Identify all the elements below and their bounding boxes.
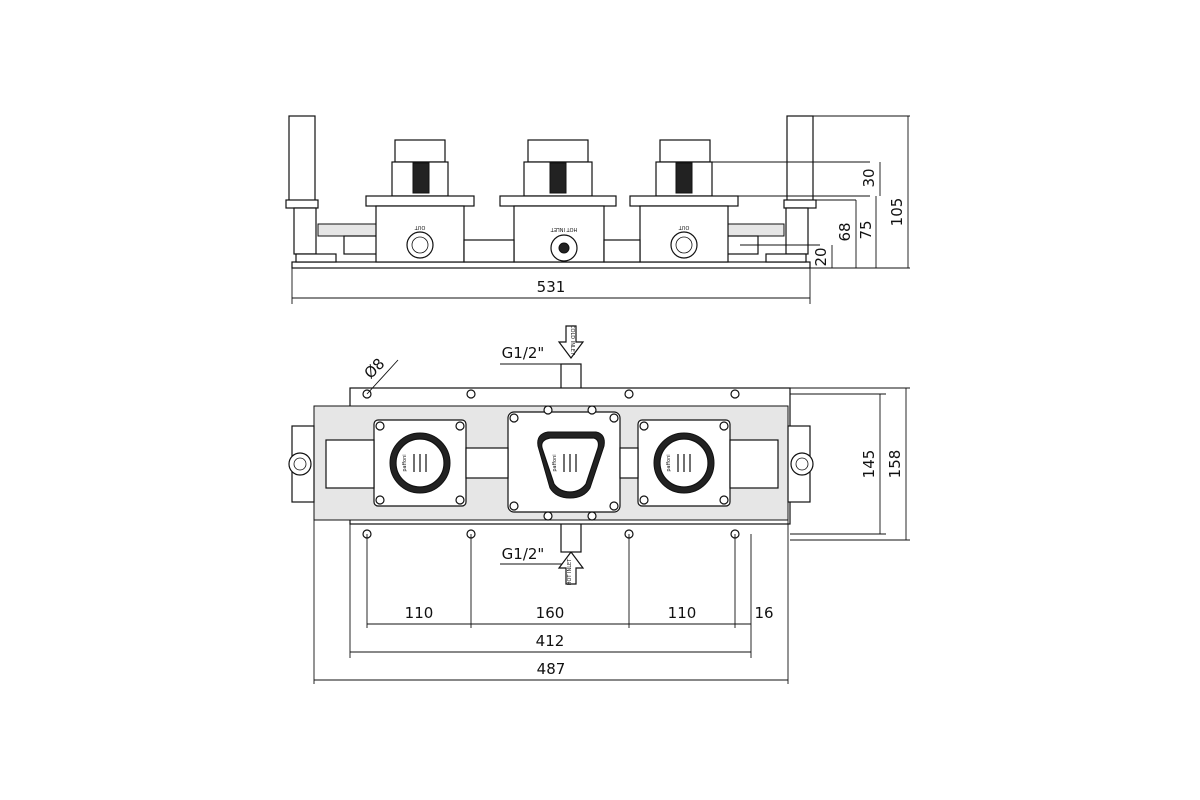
plan-view: COLD INLET G1/2" HOT INLET G1/2" paffoni — [288, 325, 910, 684]
top-thread-label: G1/2" — [502, 344, 545, 362]
bolts — [375, 405, 729, 521]
right-bar-stem — [785, 207, 809, 255]
inlet-port-inner — [558, 242, 570, 254]
dim-105-label: 105 — [888, 198, 906, 227]
bottom-inlet-arrow — [557, 551, 585, 585]
valve-flange — [365, 195, 475, 207]
dim-160-label: 160 — [536, 604, 565, 622]
right-bar — [786, 115, 814, 205]
hole-dia-leader — [366, 359, 399, 395]
cartridge-cap — [394, 139, 446, 163]
left-out-label: OUT — [414, 224, 426, 230]
valve-flange — [499, 195, 617, 207]
center-valve-front: HOT INLET — [499, 139, 617, 263]
bolt — [375, 421, 385, 431]
dim-68-label: 68 — [836, 222, 854, 241]
plan-right-bracket — [729, 439, 779, 489]
mounting-hole — [466, 389, 476, 399]
right-bar-section — [790, 452, 814, 476]
bolt — [719, 421, 729, 431]
bolt — [455, 421, 465, 431]
cartridge-stem — [412, 162, 430, 194]
outlet-port-inner — [411, 236, 429, 254]
bolt — [375, 495, 385, 505]
right-valve-front: OUT — [629, 139, 739, 263]
dim-16-label: 16 — [754, 604, 773, 622]
left-bar-section — [288, 452, 312, 476]
dim-30-label: 30 — [860, 168, 878, 187]
bolt — [609, 413, 619, 423]
dim-158-label: 158 — [886, 450, 904, 479]
outlet-port — [670, 231, 698, 259]
left-bar-collar — [285, 199, 319, 209]
cartridge-cap — [527, 139, 589, 163]
plan-right-connector — [619, 447, 639, 479]
dim-20-label: 20 — [812, 247, 830, 266]
right-brand-mark: paffoni — [666, 454, 672, 471]
cartridge-stem — [675, 162, 693, 194]
bolt — [509, 501, 519, 511]
base-plate — [291, 261, 811, 269]
left-foot — [295, 253, 337, 263]
cold-inlet-label: COLD INLET — [569, 325, 575, 356]
mounting-hole — [730, 389, 740, 399]
bolt — [509, 413, 519, 423]
right-foot — [765, 253, 807, 263]
left-connector — [463, 239, 515, 263]
right-out-label: OUT — [678, 224, 690, 230]
dim-75-label: 75 — [857, 220, 875, 239]
valve-flange — [629, 195, 739, 207]
hot-inlet-label: HOT INLET — [567, 558, 573, 585]
bolt — [639, 421, 649, 431]
bolt — [587, 511, 597, 521]
left-valve-front: OUT — [365, 139, 475, 263]
top-inlet-arrow — [557, 325, 585, 359]
plan-left-bracket — [325, 439, 375, 489]
front-view: OUT HOT INLET OUT — [285, 115, 910, 304]
left-bar-stem — [293, 207, 317, 255]
center-brand-mark: paffoni — [552, 454, 558, 471]
left-bar — [288, 115, 316, 205]
bolt — [609, 501, 619, 511]
left-bar-inner — [293, 457, 307, 471]
bolt — [543, 405, 553, 415]
center-hot-inlet-label: HOT INLET — [550, 226, 577, 232]
outlet-port-inner — [675, 236, 693, 254]
bolt — [455, 495, 465, 505]
cartridge-cap — [659, 139, 711, 163]
left-brand-mark: paffoni — [402, 454, 408, 471]
hole-dia-label: Ø8 — [361, 355, 389, 383]
plan-left-connector — [465, 447, 509, 479]
mounting-hole — [624, 389, 634, 399]
dim-110-left-label: 110 — [405, 604, 434, 622]
right-connector — [603, 239, 641, 263]
bolt — [639, 495, 649, 505]
dim-145-label: 145 — [860, 450, 878, 479]
cartridge-stem — [549, 162, 567, 194]
outlet-port — [406, 231, 434, 259]
bolt — [587, 405, 597, 415]
dim-487-label: 487 — [537, 660, 566, 678]
bolt — [719, 495, 729, 505]
right-bar-inner — [795, 457, 809, 471]
bolt — [543, 511, 553, 521]
bottom-thread-label: G1/2" — [502, 545, 545, 563]
dim-412-label: 412 — [536, 632, 565, 650]
dim-110-right-label: 110 — [668, 604, 697, 622]
right-bar-collar — [783, 199, 817, 209]
dim-531-label: 531 — [537, 278, 566, 296]
